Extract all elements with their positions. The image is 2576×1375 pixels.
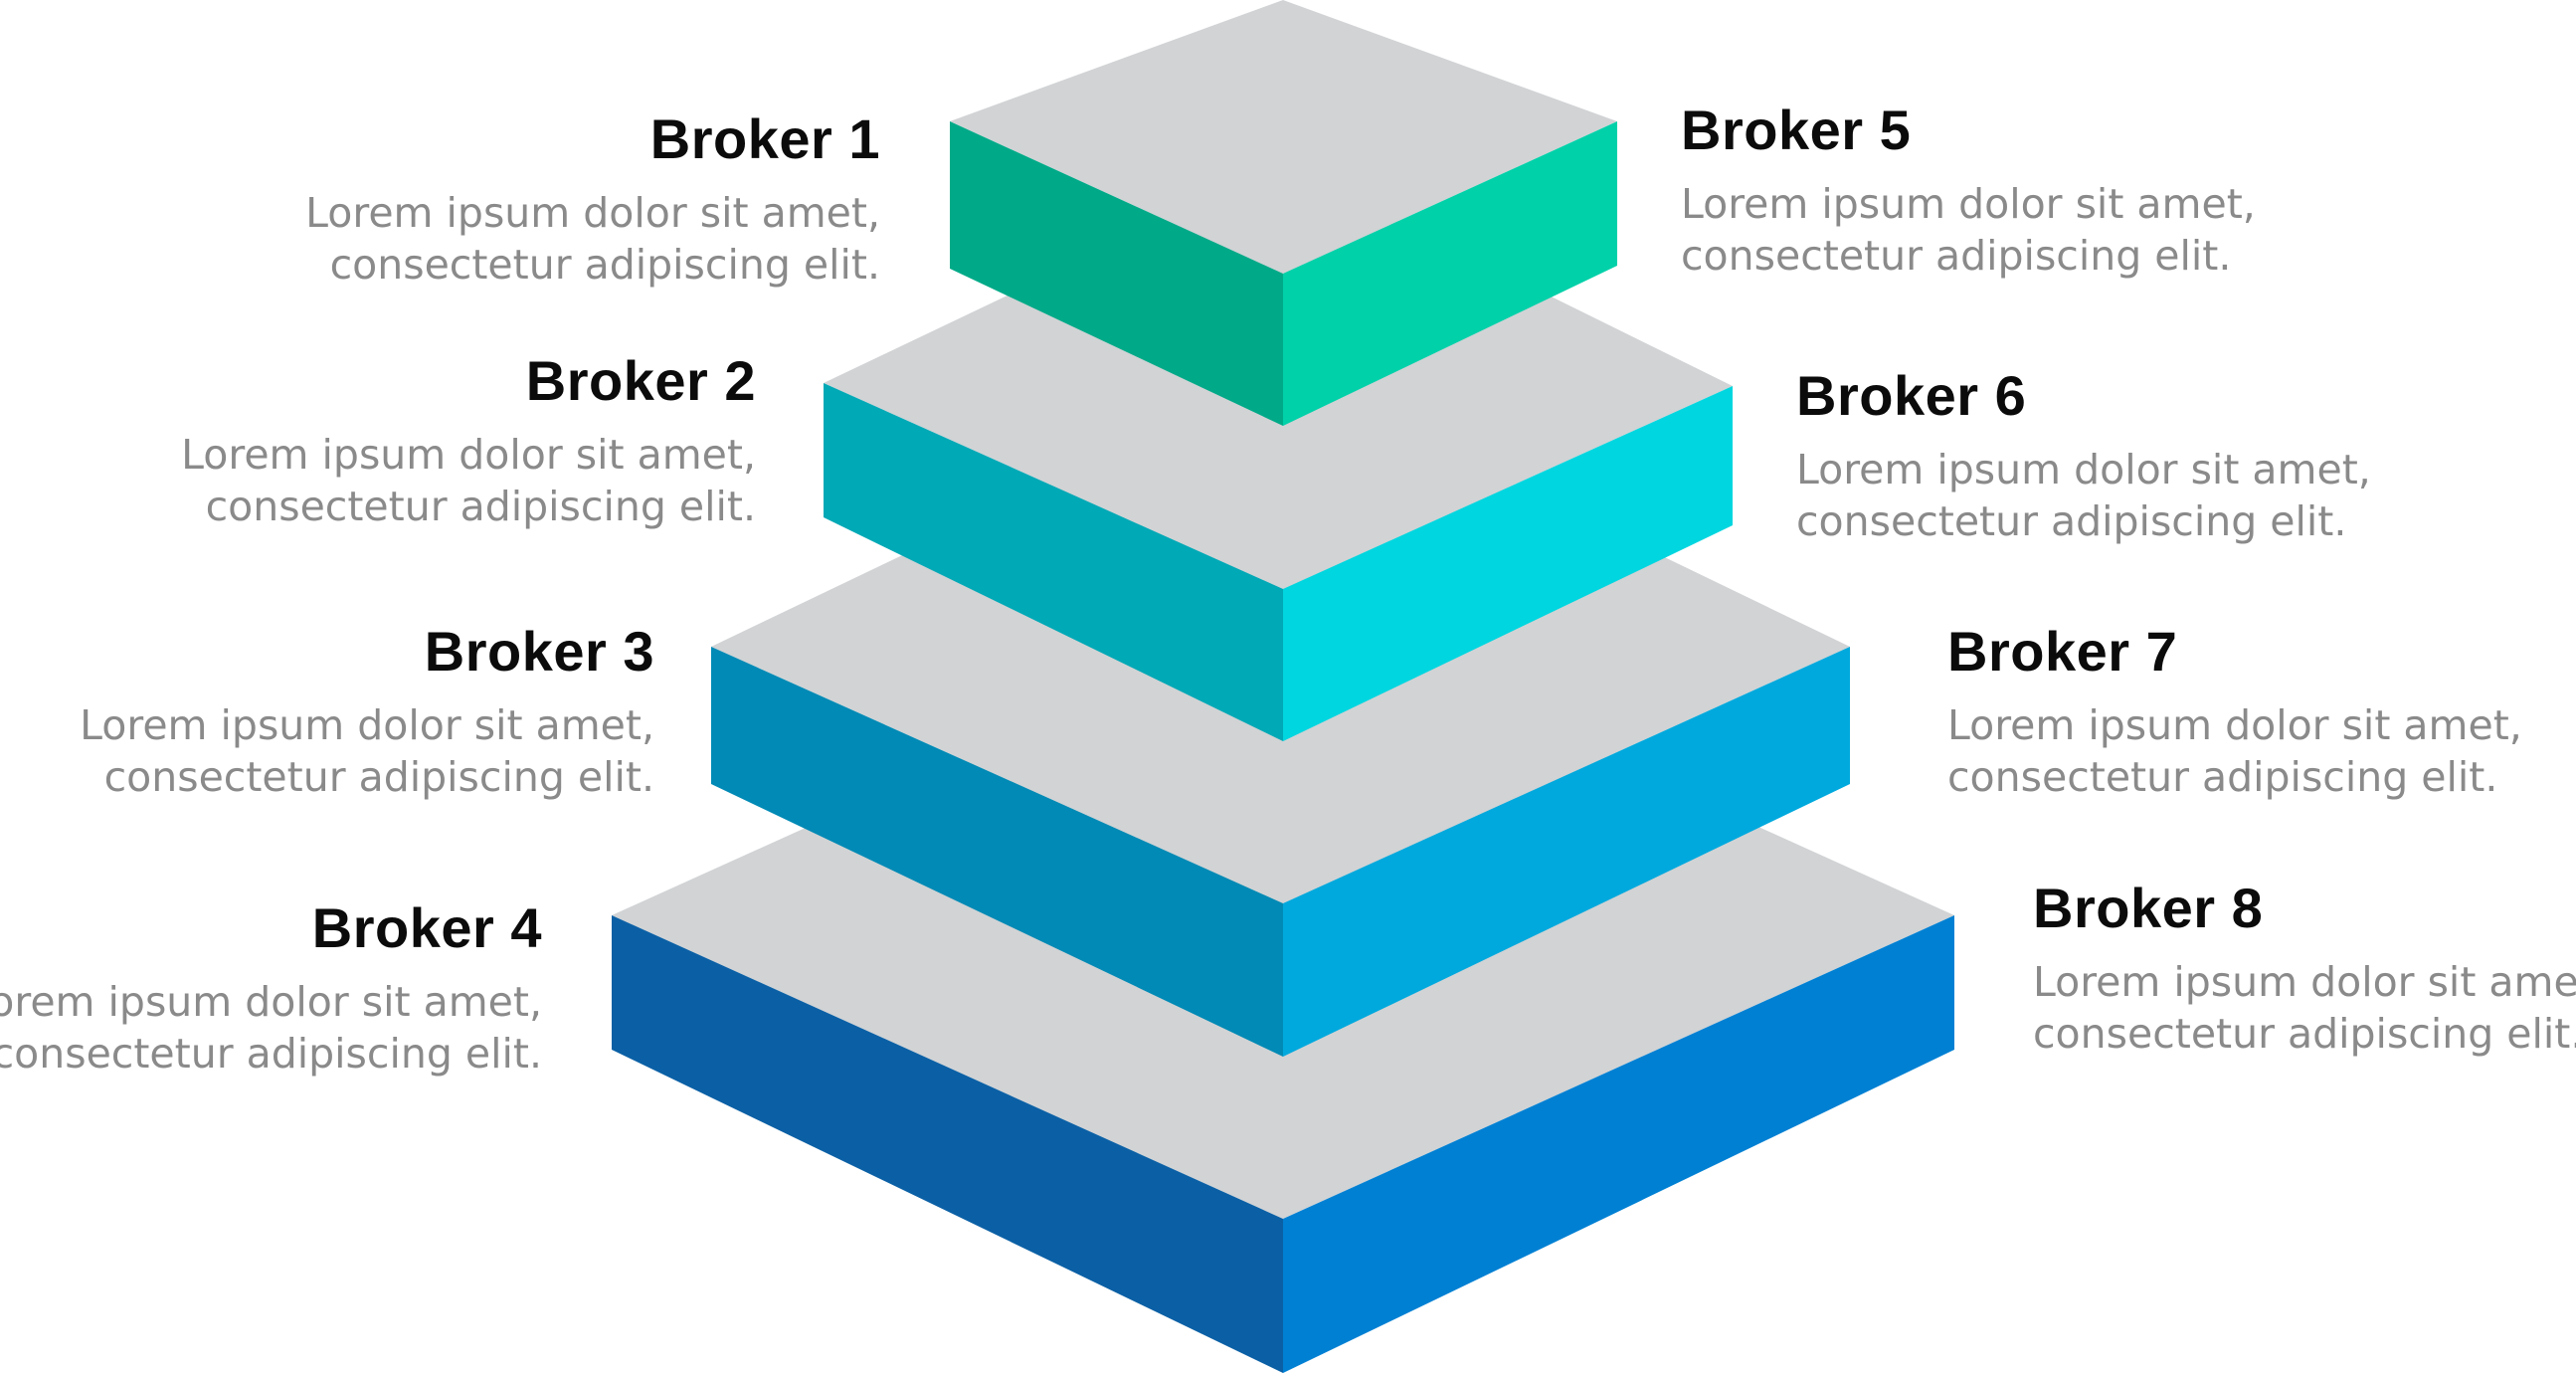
level-1-left-side [950, 121, 1283, 426]
broker-8-description: Lorem ipsum dolor sit amet, consectetur … [2033, 956, 2576, 1060]
broker-2-description: Lorem ipsum dolor sit amet, consectetur … [181, 429, 756, 532]
level-1-top-face [950, 0, 1617, 274]
broker-3-label: Broker 3 Lorem ipsum dolor sit amet, con… [80, 624, 654, 803]
broker-5-description: Lorem ipsum dolor sit amet, consectetur … [1681, 178, 2256, 282]
broker-6-desc-line2: consectetur adipiscing elit. [1796, 497, 2347, 545]
broker-1-desc-line1: Lorem ipsum dolor sit amet, [305, 189, 880, 237]
broker-1-desc-line2: consectetur adipiscing elit. [329, 241, 880, 289]
level-2-right-side [1283, 386, 1733, 741]
level-4-right-side [1283, 915, 1954, 1373]
broker-8-title: Broker 8 [2033, 877, 2264, 939]
broker-4-desc-line1: Lorem ipsum dolor sit amet, [0, 978, 542, 1026]
broker-4-label: Broker 4 Lorem ipsum dolor sit amet, con… [0, 900, 542, 1080]
broker-1-description: Lorem ipsum dolor sit amet, consectetur … [305, 187, 880, 291]
broker-3-title: Broker 3 [424, 620, 654, 683]
broker-3-description: Lorem ipsum dolor sit amet, consectetur … [80, 699, 654, 803]
broker-1-title: Broker 1 [649, 107, 880, 170]
level-3-left-side [711, 647, 1283, 1057]
broker-7-title: Broker 7 [1947, 620, 2178, 683]
broker-4-description: Lorem ipsum dolor sit amet, consectetur … [0, 976, 542, 1080]
broker-7-desc-line1: Lorem ipsum dolor sit amet, [1947, 701, 2522, 749]
broker-6-title: Broker 6 [1796, 364, 2027, 427]
broker-8-label: Broker 8 Lorem ipsum dolor sit amet, con… [2033, 881, 2576, 1060]
level-1-right-side [1283, 121, 1617, 426]
broker-5-desc-line2: consectetur adipiscing elit. [1681, 232, 2232, 280]
broker-8-desc-line1: Lorem ipsum dolor sit amet, [2033, 958, 2576, 1006]
broker-7-desc-line2: consectetur adipiscing elit. [1947, 753, 2498, 801]
broker-3-desc-line2: consectetur adipiscing elit. [103, 753, 654, 801]
broker-7-description: Lorem ipsum dolor sit amet, consectetur … [1947, 699, 2522, 803]
broker-4-title: Broker 4 [311, 896, 542, 959]
broker-2-title: Broker 2 [525, 349, 756, 412]
broker-7-label: Broker 7 Lorem ipsum dolor sit amet, con… [1947, 624, 2522, 803]
broker-2-desc-line1: Lorem ipsum dolor sit amet, [181, 431, 756, 479]
broker-5-desc-line1: Lorem ipsum dolor sit amet, [1681, 180, 2256, 228]
broker-6-desc-line1: Lorem ipsum dolor sit amet, [1796, 446, 2371, 493]
broker-2-desc-line2: consectetur adipiscing elit. [205, 483, 756, 530]
level-4-left-side [612, 915, 1283, 1373]
broker-5-title: Broker 5 [1681, 98, 1912, 161]
broker-6-label: Broker 6 Lorem ipsum dolor sit amet, con… [1796, 368, 2371, 547]
pyramid-level-1 [950, 0, 1617, 426]
broker-5-label: Broker 5 Lorem ipsum dolor sit amet, con… [1681, 102, 2256, 282]
broker-2-label: Broker 2 Lorem ipsum dolor sit amet, con… [181, 353, 756, 532]
broker-1-label: Broker 1 Lorem ipsum dolor sit amet, con… [305, 111, 880, 291]
broker-4-desc-line2: consectetur adipiscing elit. [0, 1030, 542, 1078]
level-2-left-side [824, 383, 1283, 741]
broker-8-desc-line2: consectetur adipiscing elit. [2033, 1010, 2576, 1058]
level-3-right-side [1283, 647, 1850, 1057]
broker-6-description: Lorem ipsum dolor sit amet, consectetur … [1796, 444, 2371, 547]
broker-3-desc-line1: Lorem ipsum dolor sit amet, [80, 701, 654, 749]
